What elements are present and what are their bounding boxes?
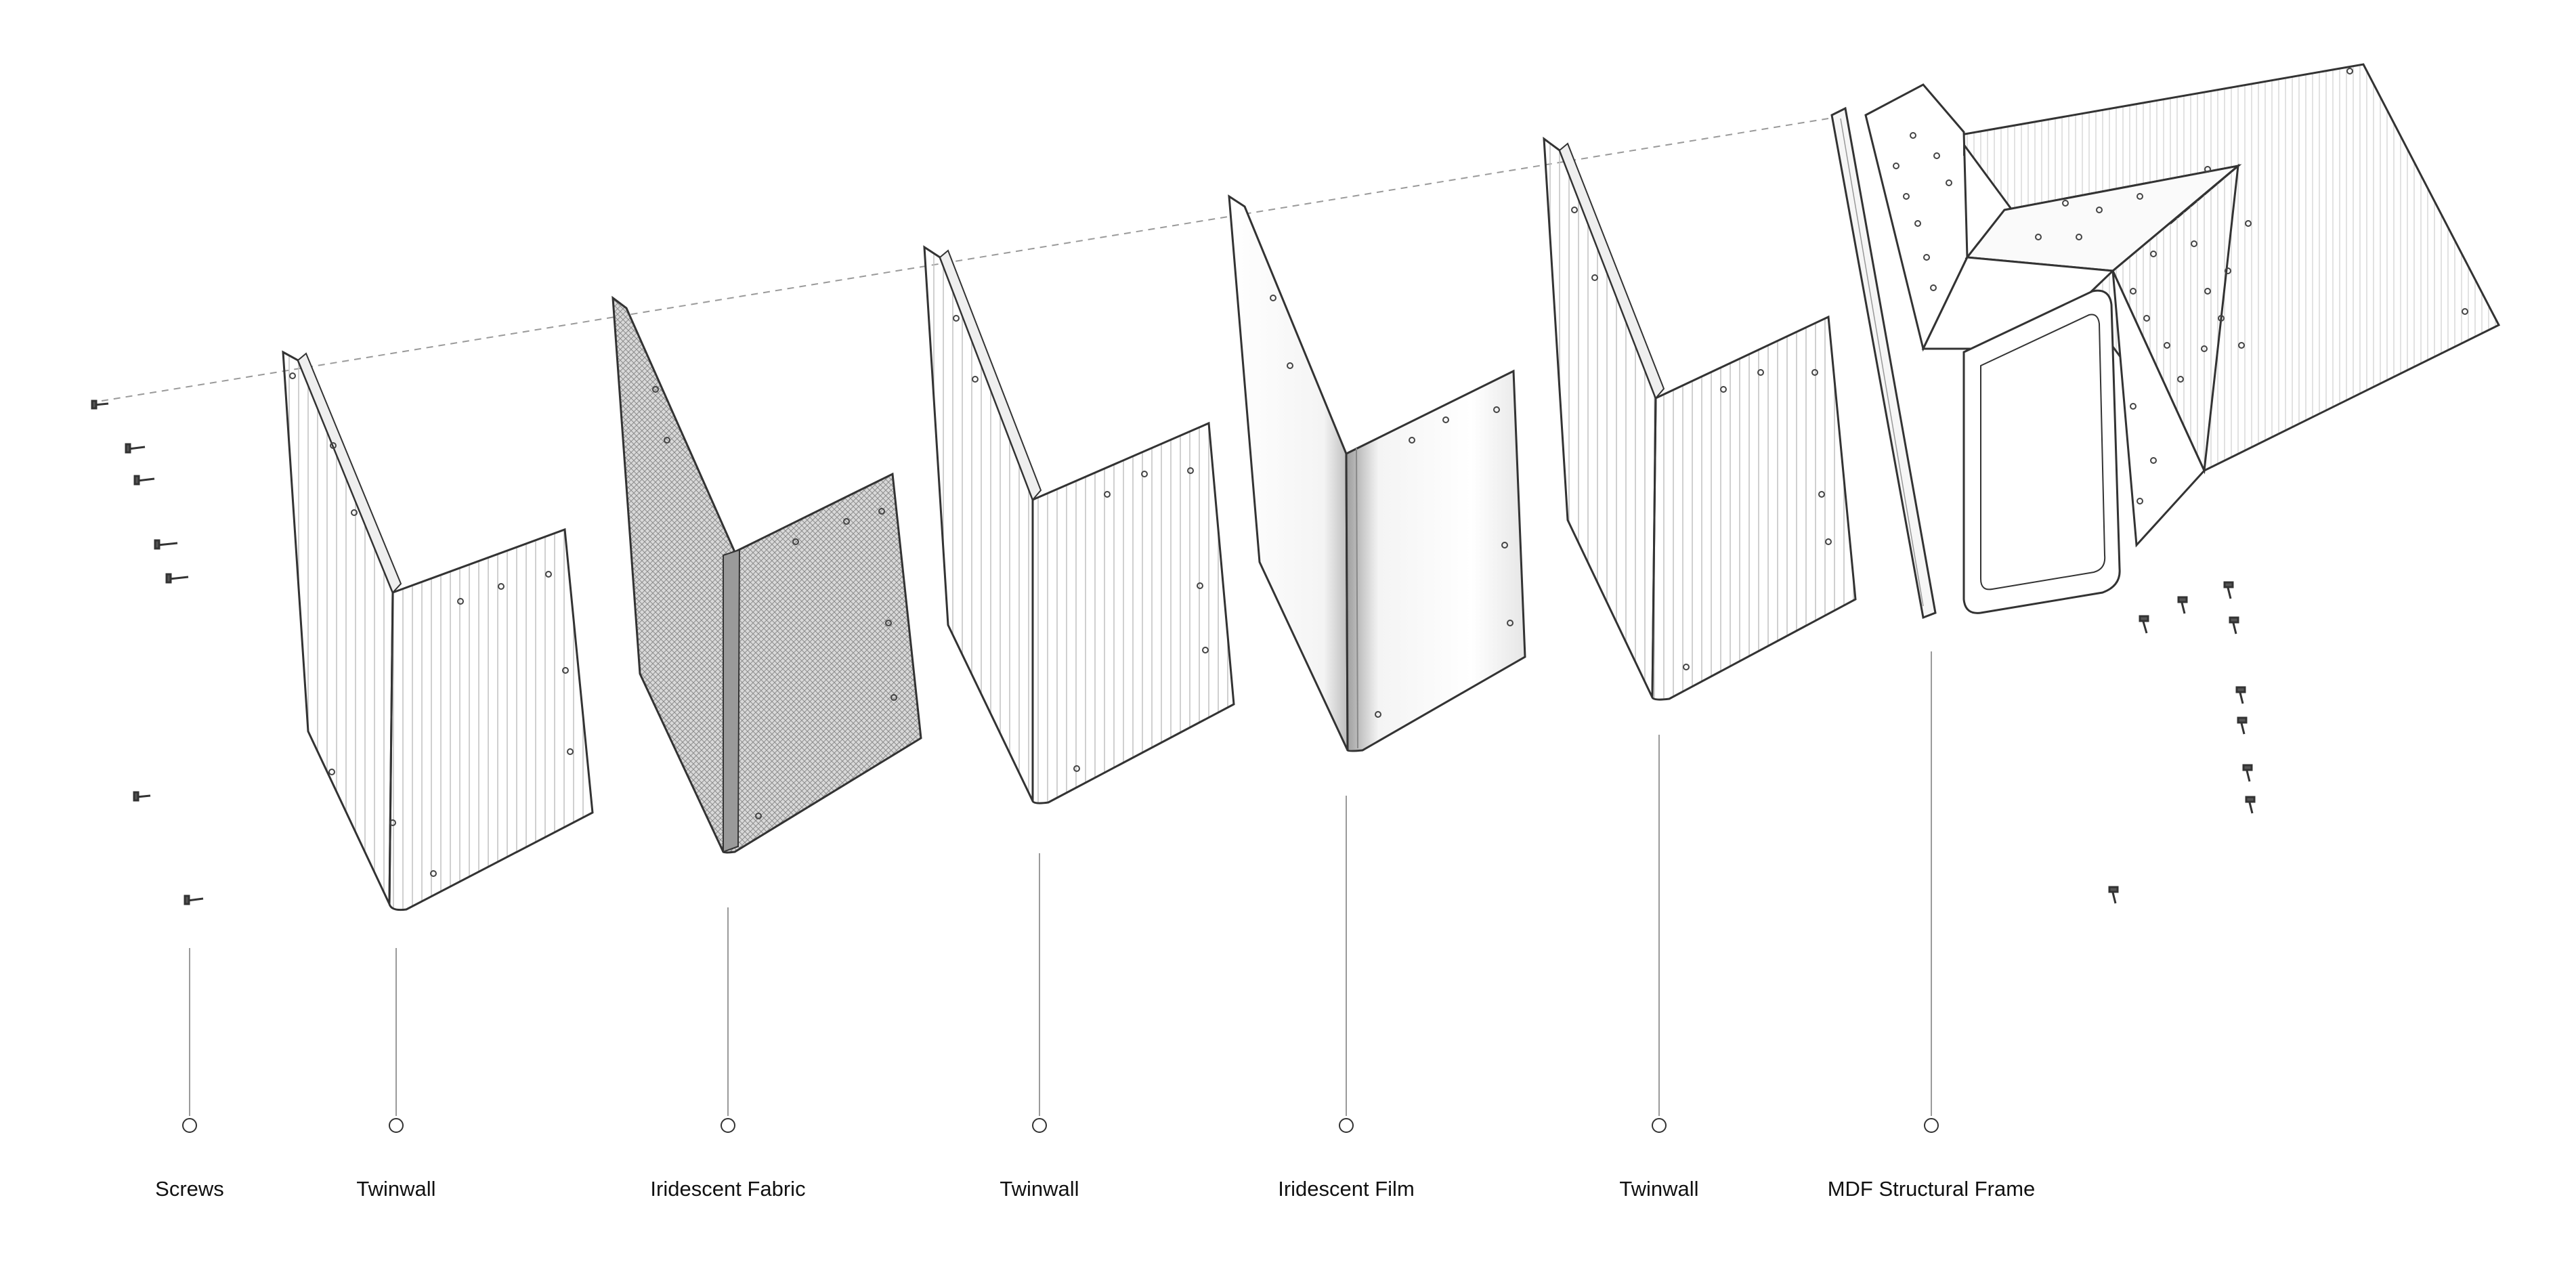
- screw: [2139, 615, 2149, 634]
- leader-marker-mdf-frame: [1924, 1118, 1939, 1133]
- iridescent-film-panel: [1228, 194, 1526, 752]
- screw: [133, 475, 155, 486]
- screw: [2242, 764, 2253, 782]
- screw: [2245, 796, 2256, 814]
- screw: [2108, 886, 2119, 904]
- twinwall-panel-3: [1543, 136, 1857, 701]
- screw: [165, 573, 189, 584]
- screw: [91, 400, 109, 410]
- screw: [154, 539, 178, 550]
- screw: [2229, 616, 2239, 634]
- screw: [125, 443, 146, 454]
- label-iridescent-fabric: Iridescent Fabric: [650, 1177, 806, 1201]
- mdf-structural-frame: [1830, 63, 2501, 620]
- screw: [2235, 686, 2246, 704]
- leader-marker-screws: [182, 1118, 197, 1133]
- iridescent-fabric-panel: [611, 295, 922, 854]
- screw: [184, 895, 204, 905]
- label-iridescent-film: Iridescent Film: [1278, 1177, 1415, 1201]
- leader-marker-iridescent-film: [1339, 1118, 1354, 1133]
- leaders: [182, 651, 1939, 1133]
- leader-marker-twinwall-3: [1652, 1118, 1667, 1133]
- frame-screws-group: [2108, 581, 2256, 904]
- label-screws: Screws: [155, 1177, 224, 1201]
- leader-marker-iridescent-fabric: [721, 1118, 735, 1133]
- leader-marker-twinwall-2: [1032, 1118, 1047, 1133]
- label-twinwall-1: Twinwall: [356, 1177, 436, 1201]
- screw: [2177, 596, 2188, 614]
- label-twinwall-3: Twinwall: [1619, 1177, 1699, 1201]
- screw: [2237, 716, 2248, 735]
- screw: [133, 791, 151, 802]
- label-mdf-frame: MDF Structural Frame: [1827, 1177, 2036, 1201]
- screw: [2223, 581, 2234, 599]
- leader-marker-twinwall-1: [389, 1118, 404, 1133]
- twinwall-panel-1: [282, 350, 594, 911]
- screws-group: [91, 400, 204, 905]
- twinwall-panel-2: [923, 245, 1235, 804]
- label-twinwall-2: Twinwall: [1000, 1177, 1079, 1201]
